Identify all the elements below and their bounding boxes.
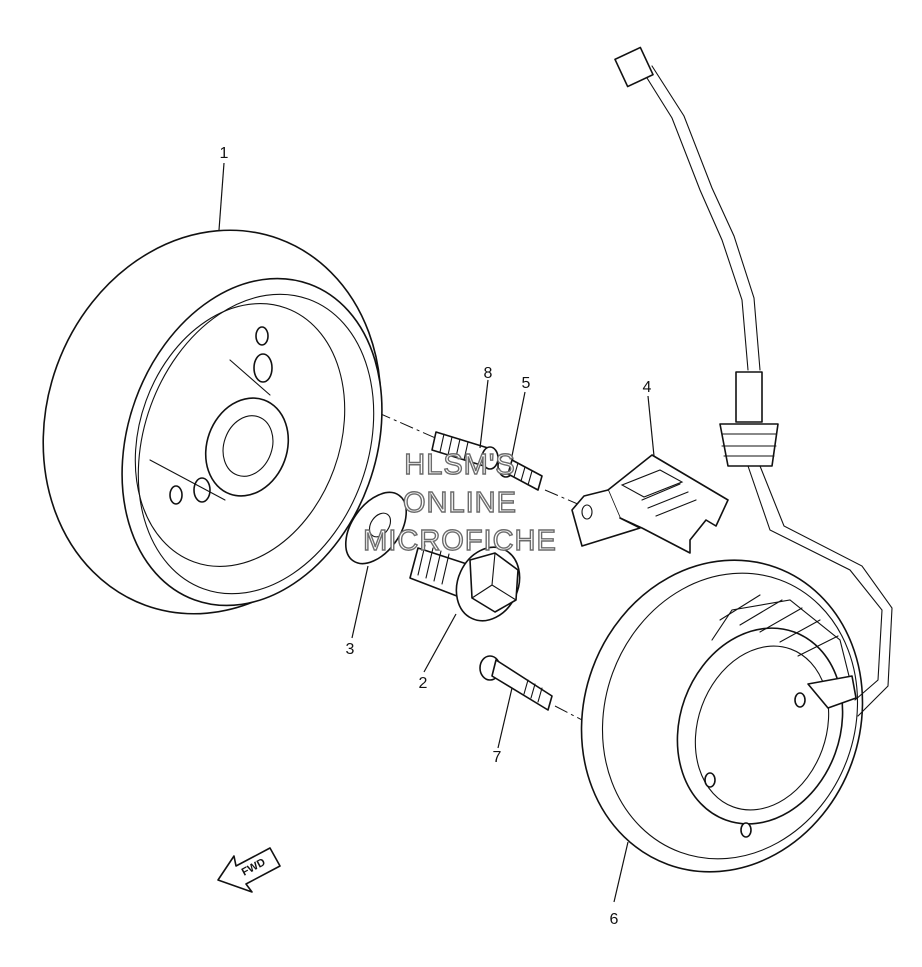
part-2-flange-bolt (409, 544, 521, 622)
watermark-line-3: MICROFICHE (363, 525, 557, 557)
arrow-left-icon (217, 847, 281, 893)
part-1-flywheel-rotor (42, 229, 383, 615)
part-6-stator-assembly (580, 46, 893, 873)
part-5-screw (497, 454, 543, 491)
callout-5: 5 (522, 375, 531, 392)
watermark-line-1: HLSM'S (404, 449, 515, 481)
part-3-washer (344, 491, 408, 565)
callout-6: 6 (610, 911, 619, 928)
callout-1: 1 (220, 145, 229, 162)
watermark: HLSM'S ONLINE MICROFICHE (362, 448, 557, 557)
part-4-lead-holder (571, 454, 729, 554)
callout-2: 2 (419, 675, 428, 692)
callout-4: 4 (643, 379, 652, 396)
callout-3: 3 (346, 641, 355, 658)
fwd-direction-arrow: FWD (217, 847, 281, 893)
part-8-screw (431, 431, 499, 470)
callout-7: 7 (493, 749, 502, 766)
watermark-line-2: ONLINE (403, 487, 517, 519)
callout-8: 8 (484, 365, 493, 382)
leader-lines (218, 162, 655, 903)
callout-labels: 1 2 3 4 5 6 7 8 (220, 145, 652, 928)
part-7-long-bolt (479, 655, 553, 711)
